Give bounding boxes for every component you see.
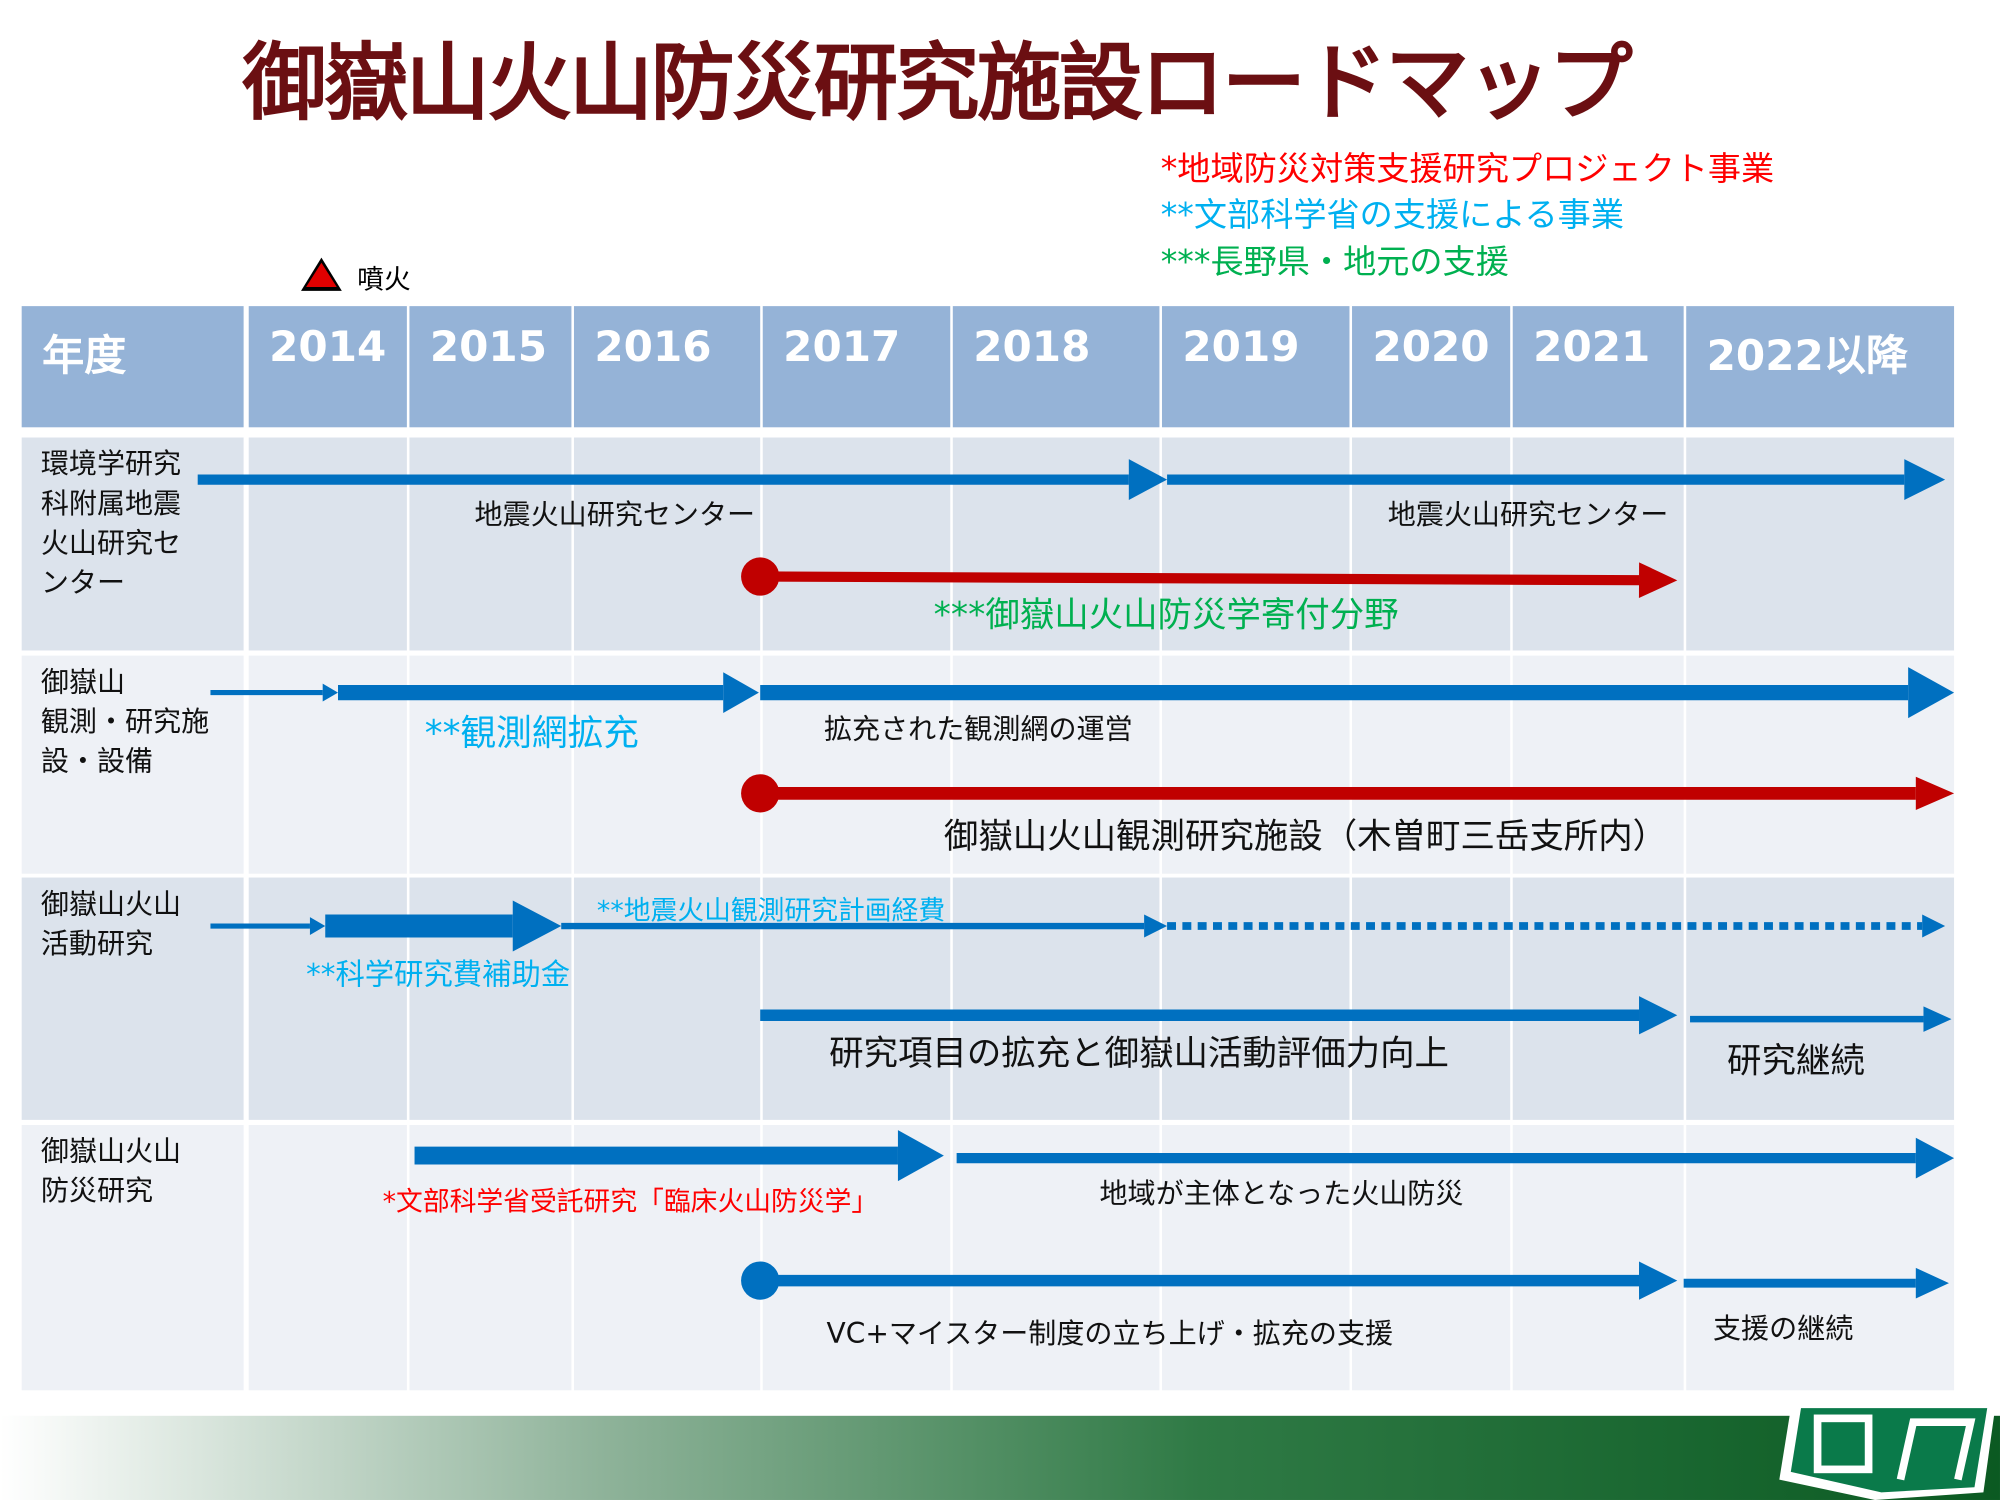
timeline-arrow	[741, 1261, 1678, 1300]
table-cell	[1161, 437, 1350, 651]
header-year: 2016	[573, 306, 761, 428]
table-cell	[952, 1124, 1160, 1391]
timeline-arrow	[1167, 914, 1946, 938]
timeline-arrow	[1683, 1267, 1949, 1299]
arrow-label: VC+マイスター制度の立ち上げ・拡充の支援	[826, 1318, 1394, 1351]
table-cell	[1352, 1124, 1511, 1391]
timeline-arrow	[561, 914, 1168, 938]
header-year: 2014	[248, 306, 407, 428]
row-label: 御嶽山火山防災研究	[41, 1133, 181, 1212]
row-label-line: 観測・研究施	[40, 706, 210, 739]
arrow-label: **科学研究費補助金	[306, 959, 571, 993]
arrow-label: 地震火山研究センター	[474, 499, 756, 532]
header-year: 2020	[1352, 306, 1511, 428]
table-cell	[1512, 437, 1684, 651]
table-cell	[1161, 877, 1350, 1120]
row-label-line: 御嶽山	[40, 667, 126, 699]
header-year: 2018	[952, 306, 1160, 428]
arrow-label: 御嶽山火山観測研究施設（木曽町三岳支所内）	[943, 817, 1668, 858]
timeline-arrow	[741, 557, 1678, 599]
table-cell	[1512, 877, 1684, 1120]
arrow-label: **観測網拡充	[424, 711, 640, 754]
header-year: 2017	[762, 306, 951, 428]
timeline-arrow	[325, 900, 562, 952]
row-label-line: 御嶽山火山	[40, 889, 182, 921]
arrow-label: 拡充された観測網の運営	[823, 714, 1133, 747]
table-cell	[1512, 1124, 1684, 1391]
timeline-arrow	[760, 996, 1678, 1035]
page-title: 御嶽山火山防災研究施設ロードマップ	[242, 34, 1632, 133]
timeline-arrow	[741, 774, 1955, 813]
table-cell	[248, 1124, 407, 1391]
header-year: 2021	[1512, 306, 1684, 428]
legend-item-project: *地域防災対策支援研究プロジェクト事業	[1160, 150, 1775, 189]
eruption-triangle-icon	[301, 257, 342, 291]
timeline-arrow	[197, 459, 1168, 500]
eruption-label: 噴火	[357, 264, 411, 295]
table-cell	[1352, 437, 1511, 651]
table-cell	[21, 437, 244, 651]
row-label: 環境学研究科附属地震火山研究センター	[41, 445, 181, 603]
row-label-line: 御嶽山火山	[40, 1136, 182, 1169]
table-cell	[573, 877, 761, 1120]
timeline-arrow	[414, 1130, 944, 1182]
row-label-line: 防災研究	[40, 1176, 154, 1208]
table-cell	[21, 877, 244, 1120]
timeline-arrow	[210, 683, 339, 702]
footer-band	[0, 1415, 2000, 1500]
arrow-label: 研究継続	[1727, 1042, 1865, 1082]
row-label-line: 科附属地震	[40, 488, 182, 521]
header-label: 年度	[21, 306, 244, 428]
arrow-label: 研究項目の拡充と御嶽山活動評価力向上	[829, 1034, 1449, 1074]
table-cell	[1161, 1124, 1350, 1391]
timeline-arrow	[760, 667, 1955, 719]
table-cell	[762, 877, 951, 1120]
legend-item-nagano: ***長野県・地元の支援	[1160, 243, 1509, 282]
timeline-arrow	[1690, 1006, 1952, 1032]
arrow-label: 地域が主体となった火山防災	[1099, 1178, 1464, 1211]
arrow-label: 地震火山研究センター	[1387, 499, 1669, 532]
table-cell	[573, 437, 761, 651]
timeline-arrow	[1167, 459, 1946, 500]
header-year: 2019	[1161, 306, 1350, 428]
arrow-label: 支援の継続	[1712, 1313, 1854, 1346]
table-cell	[409, 437, 572, 651]
timeline-arrow	[338, 672, 759, 714]
table-cell	[573, 1124, 761, 1391]
arrow-label: ***御嶽山火山防災学寄付分野	[933, 595, 1399, 636]
row-label-line: ンター	[40, 567, 126, 600]
table-cell	[248, 437, 407, 651]
table-cell	[1352, 877, 1511, 1120]
row-label: 御嶽山火山活動研究	[41, 885, 181, 964]
table-cell	[1686, 1124, 1955, 1391]
table-cell	[1686, 877, 1955, 1120]
row-label-line: 環境学研究	[40, 448, 182, 481]
timeline-arrow	[956, 1137, 1955, 1179]
row-label-line: 火山研究セ	[40, 528, 182, 560]
table-cell	[952, 877, 1160, 1120]
header-year: 2022以降	[1686, 306, 1955, 428]
row-label-line: 設・設備	[40, 746, 154, 779]
table-cell	[21, 655, 244, 874]
table-cell	[21, 1124, 244, 1391]
arrow-label: **地震火山観測研究計画経費	[596, 895, 946, 927]
row-label: 御嶽山観測・研究施設・設備	[41, 663, 209, 782]
timeline-arrow	[210, 917, 326, 935]
header-year: 2015	[409, 306, 572, 428]
table-cell	[409, 1124, 572, 1391]
table-cell	[762, 437, 951, 651]
table-cell	[952, 437, 1160, 651]
arrow-label: *文部科学省受託研究「臨床火山防災学」	[382, 1186, 879, 1217]
legend-item-mext: **文部科学省の支援による事業	[1160, 196, 1625, 235]
row-label-line: 活動研究	[40, 928, 154, 961]
